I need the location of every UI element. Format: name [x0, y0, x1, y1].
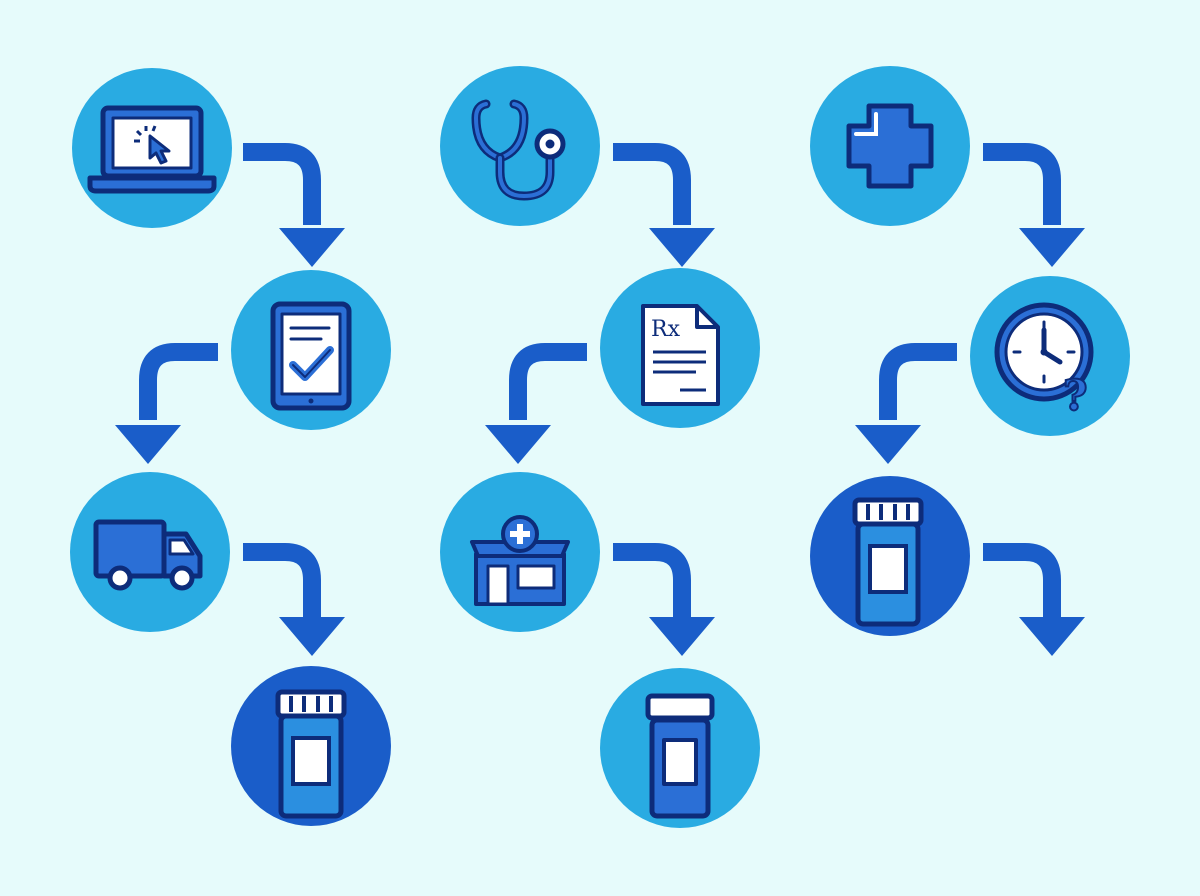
step-delivery — [70, 472, 230, 632]
laptop-cursor-icon — [87, 105, 217, 194]
delivery-truck-icon — [93, 519, 203, 591]
step-doctor-visit — [440, 66, 600, 226]
arrow-left-down — [139, 343, 218, 420]
step-pharmacy — [440, 472, 600, 632]
step-refill-medication — [810, 476, 970, 636]
arrow-head — [855, 425, 921, 464]
pill-bottle-icon — [645, 693, 715, 819]
arrow-right-down — [983, 143, 1061, 225]
tablet-checkmark-icon — [270, 301, 352, 411]
step-online-order — [72, 68, 232, 228]
arrow-head — [1019, 228, 1085, 267]
step-receive-medication — [231, 666, 391, 826]
pill-bottle-icon — [278, 692, 344, 816]
question-mark-label: ? — [1063, 371, 1088, 420]
pill-bottle-icon — [855, 500, 921, 624]
prescription-document-icon: Rx — [641, 304, 720, 406]
step-prescription: Rx — [600, 268, 760, 428]
arrow-head — [279, 228, 345, 267]
arrow-left-down — [509, 343, 587, 420]
arrow-head — [649, 228, 715, 267]
pharmacy-store-icon — [470, 515, 570, 606]
arrow-head — [485, 425, 551, 464]
stethoscope-icon — [471, 99, 566, 201]
step-refill-reminder: ? — [970, 276, 1130, 436]
arrows — [139, 143, 1061, 620]
arrow-right-down — [243, 143, 321, 225]
arrow-right-down — [613, 143, 691, 225]
arrow-head — [115, 425, 181, 464]
arrow-heads — [115, 228, 1085, 656]
rx-label: Rx — [651, 317, 681, 342]
arrow-right-down — [243, 543, 321, 620]
arrow-right-down — [983, 543, 1061, 620]
step-medical-need — [810, 66, 970, 226]
arrow-head — [1019, 617, 1085, 656]
arrow-left-down — [879, 343, 957, 420]
arrow-head — [649, 617, 715, 656]
clock-question-icon: ? — [994, 302, 1094, 421]
step-confirm-order — [231, 270, 391, 430]
arrow-head — [279, 617, 345, 656]
medical-cross-icon — [846, 103, 934, 189]
arrow-right-down — [613, 543, 691, 620]
step-pick-up-medication — [600, 668, 760, 828]
